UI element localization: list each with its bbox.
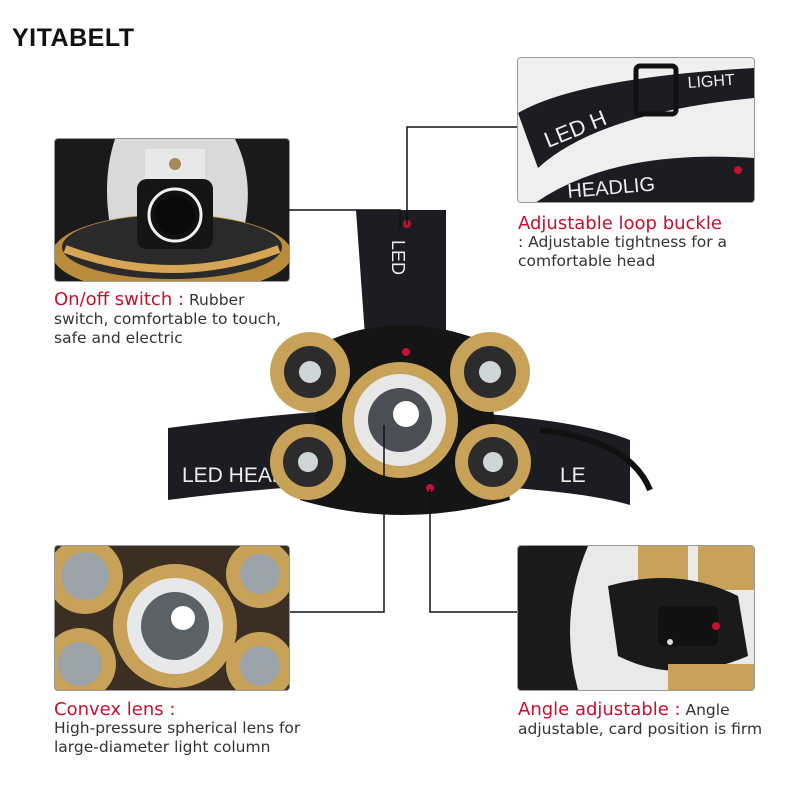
lamp-center (342, 362, 458, 478)
lamp-bottom-left (270, 424, 346, 500)
switch-feature-desc-line: switch, comfortable to touch, (54, 310, 282, 328)
angle-feature-desc-line: adjustable, card position is firm (518, 720, 763, 738)
strap-right-text: LE (560, 464, 586, 487)
headlamp-main-image: LED LED HEADL LE (160, 200, 660, 540)
angle-feature-desc-first: Angle (685, 701, 730, 719)
lens-feature-desc-line: High-pressure spherical lens for (54, 719, 301, 737)
lamp-bottom-right (455, 424, 531, 500)
angle-feature-text: Angle adjustable : Angle adjustable, car… (518, 700, 788, 739)
brand-logo: YITABELT (12, 24, 135, 52)
lens-inset-image (54, 545, 290, 691)
lens-feature-desc-line: large-diameter light column (54, 738, 271, 756)
switch-inset-image (54, 138, 290, 282)
lamp-top-right (450, 332, 530, 412)
buckle-feature-desc-line: : Adjustable tightness for a (518, 233, 728, 251)
buckle-inset-image: LED H LIGHT HEADLIG (517, 57, 755, 203)
buckle-feature-desc-line: comfortable head (518, 252, 656, 270)
switch-feature-text: On/off switch : Rubber switch, comfortab… (54, 290, 314, 348)
buckle-feature-title: Adjustable loop buckle (518, 213, 722, 234)
switch-feature-desc-first: Rubber (184, 291, 245, 309)
angle-feature-title: Angle adjustable : (518, 699, 681, 720)
switch-feature-desc-line: safe and electric (54, 329, 183, 347)
angle-inset-image (517, 545, 755, 691)
lamp-top-left (270, 332, 350, 412)
strap-left-text: LED HEADL (182, 464, 299, 487)
top-strap-text: LED (388, 240, 408, 275)
switch-feature-title: On/off switch : (54, 289, 185, 310)
lens-feature-title: Convex lens : (54, 699, 176, 720)
buckle-feature-text: Adjustable loop buckle : Adjustable tigh… (518, 214, 778, 271)
lens-feature-text: Convex lens : High-pressure spherical le… (54, 700, 314, 757)
buckle-strap-text-2: LIGHT (687, 72, 735, 92)
